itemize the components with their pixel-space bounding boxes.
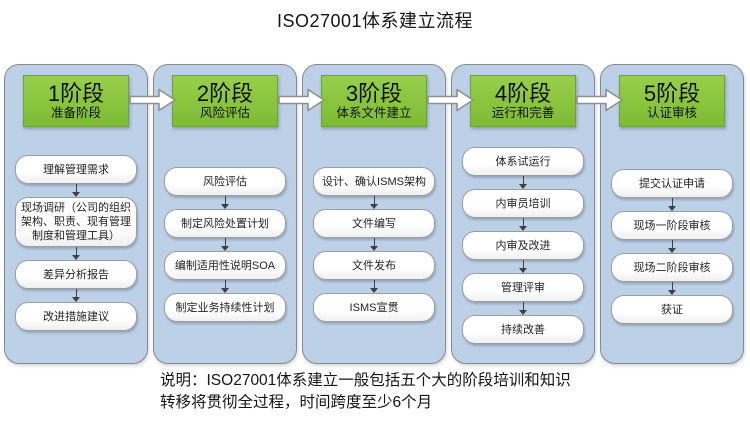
stage-header-subtitle: 运行和完善 <box>491 106 555 120</box>
down-arrow <box>519 302 527 315</box>
down-arrow <box>668 198 676 211</box>
down-arrow <box>370 238 378 251</box>
stage-header-subtitle: 风险评估 <box>199 106 250 120</box>
down-arrow <box>72 247 80 260</box>
down-arrow <box>370 280 378 293</box>
stage-arrow-right-icon <box>427 87 475 113</box>
stage-steps: 体系试运行内审员培训内审及改进管理评审持续改善 <box>452 127 594 363</box>
stage-header-title: 5阶段 <box>643 81 701 106</box>
stage-arrow-right-icon <box>278 87 326 113</box>
stage-header-subtitle: 认证审核 <box>646 106 697 120</box>
down-arrow <box>519 176 527 189</box>
step-box: 内审员培训 <box>462 189 584 218</box>
step-box: 现场二阶段审核 <box>611 253 733 282</box>
caption: 说明：ISO27001体系建立一般包括五个大的阶段培训和知识 转移将贯彻全过程，… <box>160 370 571 414</box>
stage-panel: 4阶段 运行和完善 体系试运行内审员培训内审及改进管理评审持续改善 <box>451 64 595 364</box>
step-box: 获证 <box>611 295 733 324</box>
step-box: 风险评估 <box>164 167 286 196</box>
stage-arrow-right-icon <box>576 87 624 113</box>
stage-header-title: 1阶段 <box>47 81 105 106</box>
stage-panel: 5阶段 认证审核 提交认证申请现场一阶段审核现场二阶段审核获证 <box>600 64 744 364</box>
stage-panel: 3阶段 体系文件建立 设计、确认ISMS架构文件编写文件发布 ISMS宣贯 <box>302 64 446 364</box>
stage-header: 1阶段 准备阶段 <box>23 75 129 127</box>
down-arrow <box>221 196 229 209</box>
step-box: 持续改善 <box>462 315 584 344</box>
stage-arrow-right-icon <box>129 87 177 113</box>
stage-steps: 风险评估制定风险处置计划编制适用性说明SOA 制定业务持续性计划 <box>154 127 296 363</box>
down-arrow <box>668 240 676 253</box>
step-box: 制定风险处置计划 <box>164 209 286 238</box>
down-arrow <box>668 282 676 295</box>
down-arrow <box>221 238 229 251</box>
stage-header: 2阶段 风险评估 <box>172 75 278 127</box>
stages: 1阶段 准备阶段 理解管理需求现场调研（公司的组织架构、职责、现有管理制度和管理… <box>4 64 746 364</box>
flowchart: 1阶段 准备阶段 理解管理需求现场调研（公司的组织架构、职责、现有管理制度和管理… <box>4 64 746 364</box>
down-arrow <box>519 218 527 231</box>
step-box: 制定业务持续性计划 <box>164 293 286 322</box>
step-box: 现场调研（公司的组织架构、职责、现有管理制度和管理工具） <box>15 197 137 247</box>
stage-header-title: 2阶段 <box>196 81 254 106</box>
stage-header-subtitle: 准备阶段 <box>50 106 101 120</box>
stage-steps: 提交认证申请现场一阶段审核现场二阶段审核获证 <box>601 127 743 363</box>
diagram-title: ISO27001体系建立流程 <box>276 11 474 31</box>
down-arrow <box>72 289 80 302</box>
stage-panel: 1阶段 准备阶段 理解管理需求现场调研（公司的组织架构、职责、现有管理制度和管理… <box>4 64 148 364</box>
stage-header: 4阶段 运行和完善 <box>470 75 576 127</box>
down-arrow <box>519 260 527 273</box>
down-arrow <box>370 196 378 209</box>
step-box: 体系试运行 <box>462 147 584 176</box>
stage-header-subtitle: 体系文件建立 <box>336 106 412 120</box>
step-box: 管理评审 <box>462 273 584 302</box>
step-box: 设计、确认ISMS架构 <box>313 167 435 196</box>
step-box: 改进措施建议 <box>15 302 137 331</box>
caption-line-1: 说明：ISO27001体系建立一般包括五个大的阶段培训和知识 <box>160 372 571 389</box>
step-box: 差异分析报告 <box>15 260 137 289</box>
stage-header-title: 4阶段 <box>494 81 552 106</box>
down-arrow <box>72 184 80 197</box>
step-box: ISMS宣贯 <box>313 293 435 322</box>
stage-steps: 理解管理需求现场调研（公司的组织架构、职责、现有管理制度和管理工具） 差异分析报告… <box>5 127 147 363</box>
down-arrow <box>221 280 229 293</box>
stage-header-title: 3阶段 <box>345 81 403 106</box>
step-box: 提交认证申请 <box>611 169 733 198</box>
step-box: 文件发布 <box>313 251 435 280</box>
stage-steps: 设计、确认ISMS架构文件编写文件发布 ISMS宣贯 <box>303 127 445 363</box>
step-box: 编制适用性说明SOA <box>164 251 286 280</box>
step-box: 理解管理需求 <box>15 155 137 184</box>
caption-line-2: 转移将贯彻全过程，时间跨度至少6个月 <box>160 394 433 411</box>
stage-panel: 2阶段 风险评估 风险评估制定风险处置计划编制适用性说明SOA 制定业务持续性计划 <box>153 64 297 364</box>
step-box: 内审及改进 <box>462 231 584 260</box>
stage-header: 3阶段 体系文件建立 <box>321 75 427 127</box>
stage-header: 5阶段 认证审核 <box>619 75 725 127</box>
step-box: 现场一阶段审核 <box>611 211 733 240</box>
step-box: 文件编写 <box>313 209 435 238</box>
